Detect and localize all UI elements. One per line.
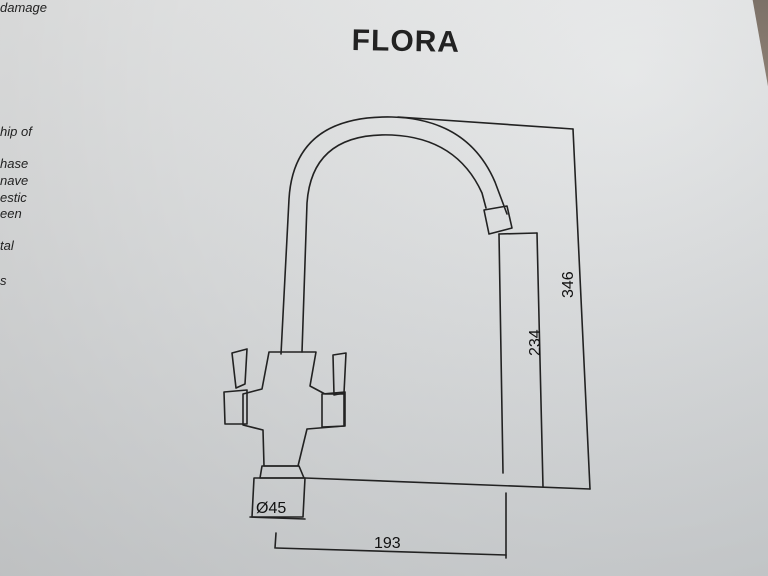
base-diameter-line	[249, 516, 306, 520]
base-diameter-label: Ø45	[256, 500, 286, 517]
reach-line	[275, 547, 507, 556]
spout-nozzle	[483, 205, 513, 235]
spout-height-label: 234	[527, 329, 544, 356]
right-valve	[321, 391, 346, 428]
left-text-fragment: nave	[0, 173, 29, 188]
left-text-fragment: hase	[0, 156, 29, 171]
left-text-fragment: een	[0, 206, 22, 221]
spout-height-line	[536, 232, 544, 488]
left-text-fragment: estic	[0, 190, 27, 205]
total-height-line	[572, 128, 591, 490]
header-fragment: damage	[0, 0, 47, 15]
base-collar	[259, 465, 305, 479]
spout-outer-curve	[280, 116, 508, 355]
left-text-fragment: tal	[0, 238, 14, 253]
total-height-top-extension	[397, 116, 574, 130]
tap-body	[242, 351, 345, 467]
dimension-lines	[249, 116, 591, 559]
spout-reach-label: 193	[374, 535, 401, 552]
spout-height-top-extension	[498, 232, 538, 235]
left-valve	[223, 389, 248, 425]
right-handle	[332, 352, 347, 396]
base-reference-line	[304, 477, 591, 490]
spout-vertical-reference	[498, 233, 504, 474]
reach-left-extension	[274, 532, 277, 549]
left-text-fragment: hip of	[0, 124, 32, 139]
left-handle	[231, 348, 248, 389]
left-text-fragment: s	[0, 273, 7, 288]
total-height-label: 346	[560, 271, 577, 298]
tap-outline	[223, 116, 513, 518]
spout-inner-curve	[301, 134, 487, 353]
base-fixing	[251, 477, 306, 518]
